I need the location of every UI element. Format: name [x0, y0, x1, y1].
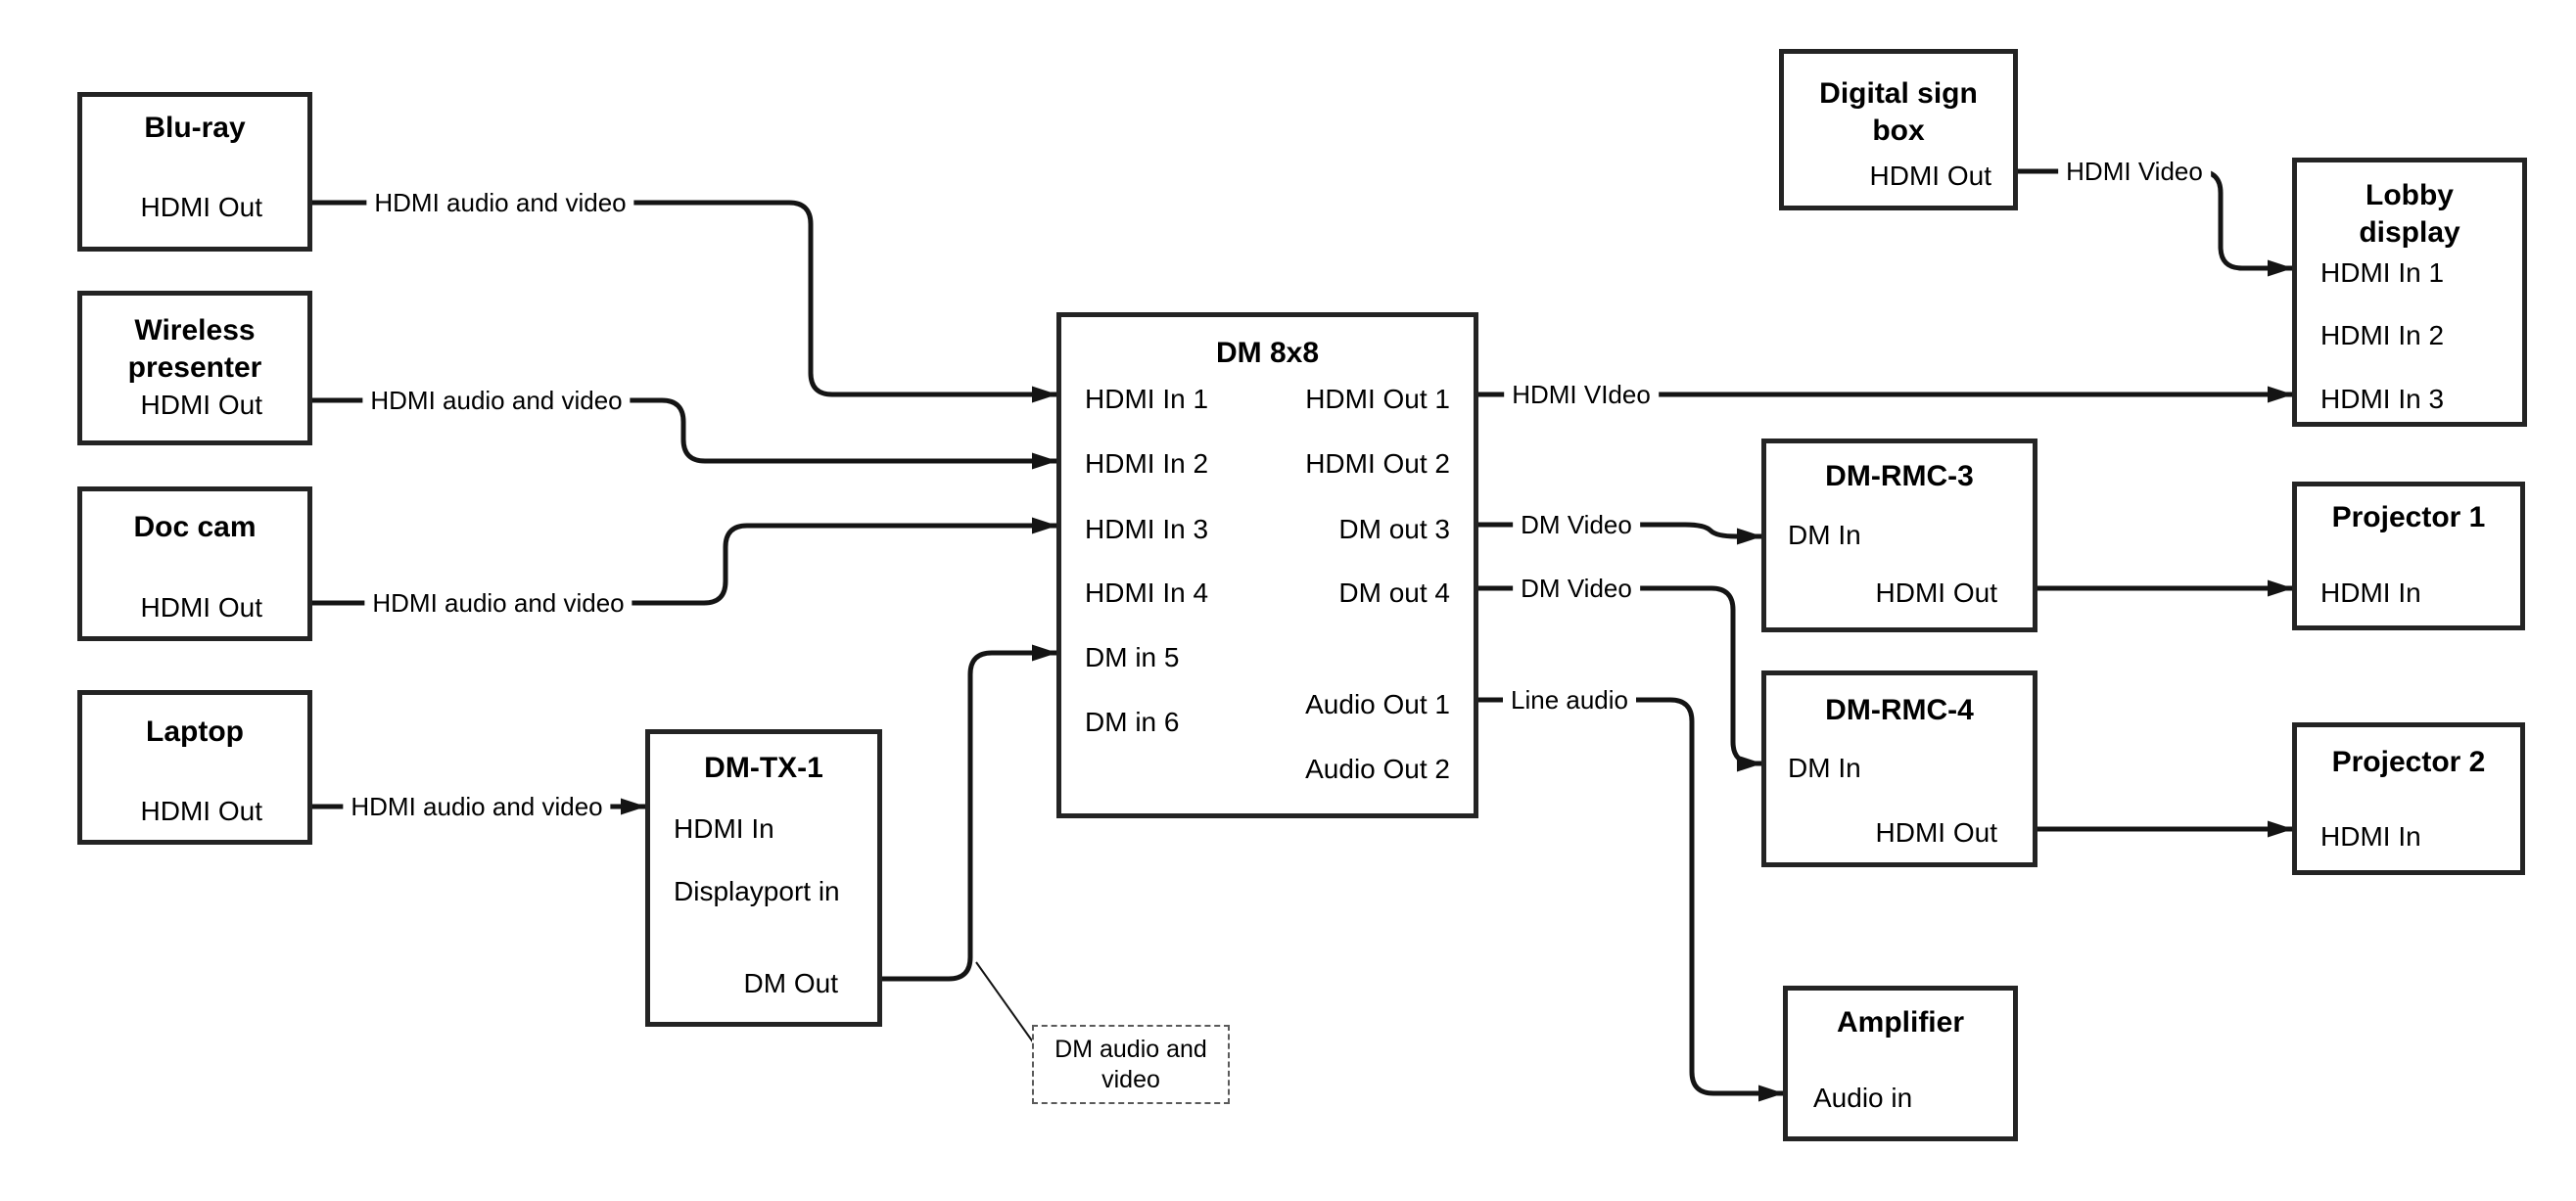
node-title-proj2: Projector 2 [2331, 746, 2486, 778]
port-dm8x8-hdmi-out-2: HDMI Out 2 [1305, 448, 1450, 479]
node-title-digitalsign: Digital sign box [1819, 77, 1978, 147]
port-dm8x8-hdmi-out-1: HDMI Out 1 [1305, 384, 1450, 414]
port-lobby-hdmi-in-2: HDMI In 2 [2320, 320, 2445, 350]
connector-e2 [312, 397, 1057, 470]
node-title-doccam: Doc cam [133, 511, 257, 543]
port-dmtx1-displayport-in: Displayport in [674, 876, 840, 906]
port-laptop-hdmi-out: HDMI Out [140, 796, 262, 826]
port-dm8x8-dm-out-4: DM out 4 [1338, 577, 1450, 608]
callout-dm-audio-video: DM audio and video [1032, 1025, 1230, 1104]
port-dm8x8-audio-out-2: Audio Out 2 [1305, 754, 1450, 784]
node-title-wireless: Wireless presenter [127, 314, 262, 384]
connector-e3 [312, 517, 1057, 606]
port-lobby-hdmi-in-3: HDMI In 3 [2320, 384, 2445, 414]
node-title-dm8x8: DM 8x8 [1215, 337, 1320, 369]
port-dm8x8-dm-in-6: DM in 6 [1085, 707, 1180, 737]
node-proj2: Projector 2 HDMI In [2292, 722, 2525, 875]
port-dm8x8-hdmi-in-3: HDMI In 3 [1085, 514, 1209, 544]
edge-label-e1: HDMI audio and video [366, 188, 634, 217]
edge-label-e9: Line audio [1503, 685, 1636, 715]
connector-e5 [882, 644, 1057, 982]
node-proj1: Projector 1 HDMI In [2292, 482, 2525, 630]
port-dm8x8-audio-out-1: Audio Out 1 [1305, 689, 1450, 719]
connector-e7 [1478, 522, 1762, 545]
edge-label-e10: HDMI Video [2058, 157, 2211, 186]
port-lobby-hdmi-in-1: HDMI In 1 [2320, 257, 2445, 288]
node-title-bluray: Blu-ray [144, 112, 246, 144]
edge-label-e2: HDMI audio and video [362, 386, 631, 415]
node-title-dmrmc4: DM-RMC-4 [1825, 694, 1974, 726]
node-title-dmtx1: DM-TX-1 [704, 752, 823, 784]
connector-e9 [1478, 697, 1784, 1102]
port-proj1-hdmi-in: HDMI In [2320, 577, 2421, 608]
port-dmrmc3-dm-in: DM In [1788, 520, 1861, 550]
port-dm8x8-hdmi-in-2: HDMI In 2 [1085, 448, 1209, 479]
node-dmrmc3: DM-RMC-3 DM In HDMI Out [1761, 439, 2037, 632]
port-digitalsign-hdmi-out: HDMI Out [1869, 161, 1991, 191]
node-title-lobby: Lobby display [2359, 179, 2460, 249]
edge-label-e8: DM Video [1513, 574, 1640, 603]
port-dm8x8-dm-out-3: DM out 3 [1338, 514, 1450, 544]
port-dm8x8-hdmi-in-1: HDMI In 1 [1085, 384, 1209, 414]
node-title-proj1: Projector 1 [2331, 501, 2486, 533]
port-dmrmc4-hdmi-out: HDMI Out [1875, 817, 1997, 848]
edge-label-e3: HDMI audio and video [364, 588, 632, 618]
connector-e8 [1478, 585, 1762, 772]
callout-leader-line [975, 961, 1035, 1044]
connector-e1 [312, 200, 1057, 403]
port-dm8x8-dm-in-5: DM in 5 [1085, 642, 1180, 672]
port-dmrmc4-dm-in: DM In [1788, 753, 1861, 783]
node-title-laptop: Laptop [146, 716, 244, 748]
edge-label-e7: DM Video [1513, 510, 1640, 539]
port-doccam-hdmi-out: HDMI Out [140, 592, 262, 623]
port-dmtx1-hdmi-in: HDMI In [674, 813, 774, 844]
node-title-dmrmc3: DM-RMC-3 [1825, 460, 1974, 492]
node-title-amp: Amplifier [1836, 1006, 1965, 1039]
port-dm8x8-hdmi-in-4: HDMI In 4 [1085, 577, 1209, 608]
port-amp-audio-in: Audio in [1813, 1083, 1913, 1113]
port-dmtx1-dm-out: DM Out [743, 968, 838, 998]
port-wireless-hdmi-out: HDMI Out [140, 390, 262, 420]
port-dmrmc3-hdmi-out: HDMI Out [1875, 577, 1997, 608]
edge-label-e4: HDMI audio and video [343, 792, 611, 821]
edge-label-e6: HDMI VIdeo [1504, 380, 1659, 409]
port-proj2-hdmi-in: HDMI In [2320, 821, 2421, 852]
port-bluray-hdmi-out: HDMI Out [140, 192, 262, 222]
node-dmrmc4: DM-RMC-4 DM In HDMI Out [1761, 670, 2037, 867]
